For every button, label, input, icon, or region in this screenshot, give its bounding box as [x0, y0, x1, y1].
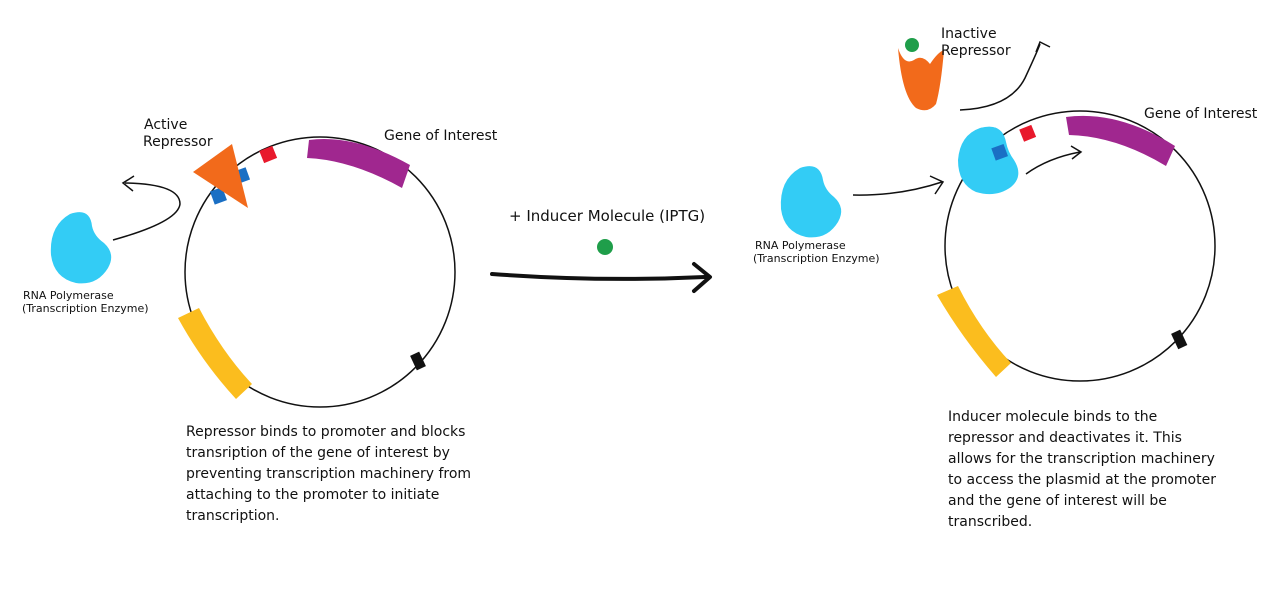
right-promoter-icon — [991, 143, 1008, 161]
inducer-molecule-label: + Inducer Molecule (IPTG) — [509, 207, 706, 225]
right-transcription-arrowhead-icon — [1070, 145, 1083, 160]
inactive-repressor-label-line-2: Repressor — [941, 42, 1011, 59]
left-marker-icon — [410, 351, 426, 371]
right-transcription-arrow-icon — [1025, 151, 1081, 175]
right-plasmid-circle-icon — [944, 110, 1216, 382]
right-gene-of-interest-icon — [1066, 115, 1175, 166]
left-description-line-1: Repressor binds to promoter and blocks — [186, 424, 466, 440]
left-polymerase-arrow-icon — [112, 182, 181, 241]
inactive-repressor-label: Inactive Repressor — [941, 26, 1011, 60]
right-bound-rna-polymerase-icon — [958, 126, 1019, 195]
bound-inducer-molecule-icon — [905, 38, 919, 52]
left-operator-icon — [259, 145, 278, 164]
right-rna-polymerase-label: RNA Polymerase (Transcription Enzyme) — [753, 239, 880, 265]
left-yellow-gene-icon — [178, 308, 252, 399]
left-description: Repressor binds to promoter and blocks t… — [186, 422, 471, 527]
left-rna-polymerase-label-line-1: RNA Polymerase — [23, 289, 114, 302]
active-repressor-label-line-1: Active — [144, 117, 188, 133]
right-description-line-3: allows for the transcription machinery — [948, 451, 1215, 467]
left-rna-polymerase-label-line-2: (Transcription Enzyme) — [22, 302, 149, 316]
left-rna-polymerase-label: RNA Polymerase (Transcription Enzyme) — [22, 289, 149, 315]
left-gene-of-interest-icon — [307, 139, 410, 188]
right-polymerase-arrow-icon — [852, 181, 943, 196]
left-active-repressor-icon — [193, 144, 248, 208]
inactive-repressor-label-line-1: Inactive — [941, 26, 997, 42]
main-process-arrow-icon — [490, 272, 707, 281]
inactive-repressor-icon — [898, 48, 944, 111]
inactive-repressor-arrow-icon — [959, 43, 1041, 111]
right-description-line-1: Inducer molecule binds to the — [948, 409, 1158, 425]
active-repressor-label-line-2: Repressor — [143, 133, 213, 150]
inactive-repressor-arrowhead-icon — [1035, 40, 1051, 53]
left-description-line-4: attaching to the promoter to initiate — [186, 487, 440, 503]
right-description-line-6: transcribed. — [948, 514, 1033, 530]
right-polymerase-arrowhead-icon — [929, 175, 945, 195]
right-operator-icon — [1019, 124, 1037, 142]
right-description: Inducer molecule binds to the repressor … — [948, 407, 1216, 533]
right-description-line-4: to access the plasmid at the promoter — [948, 472, 1216, 488]
left-rna-polymerase-icon — [50, 212, 112, 284]
left-description-line-3: preventing transcription machinery from — [186, 466, 472, 482]
right-gene-of-interest-label: Gene of Interest — [1144, 106, 1258, 122]
right-description-line-2: repressor and deactivates it. This — [948, 430, 1182, 446]
left-polymerase-arrowhead-icon — [121, 175, 135, 192]
right-marker-icon — [1171, 329, 1188, 350]
right-yellow-gene-icon — [937, 286, 1011, 377]
main-process-arrowhead-icon — [692, 262, 712, 293]
left-gene-of-interest-label: Gene of Interest — [384, 128, 498, 144]
right-rna-polymerase-icon — [780, 166, 842, 238]
active-repressor-label: Active Repressor — [143, 117, 213, 151]
left-description-line-2: transription of the gene of interest by — [186, 445, 450, 461]
right-rna-polymerase-label-line-2: (Transcription Enzyme) — [753, 252, 880, 266]
right-description-line-5: and the gene of interest will be — [948, 493, 1167, 509]
left-plasmid-circle-icon — [184, 136, 456, 408]
inducer-molecule-icon — [597, 239, 613, 255]
right-rna-polymerase-label-line-1: RNA Polymerase — [755, 239, 846, 252]
left-description-line-5: transcription. — [186, 508, 280, 524]
